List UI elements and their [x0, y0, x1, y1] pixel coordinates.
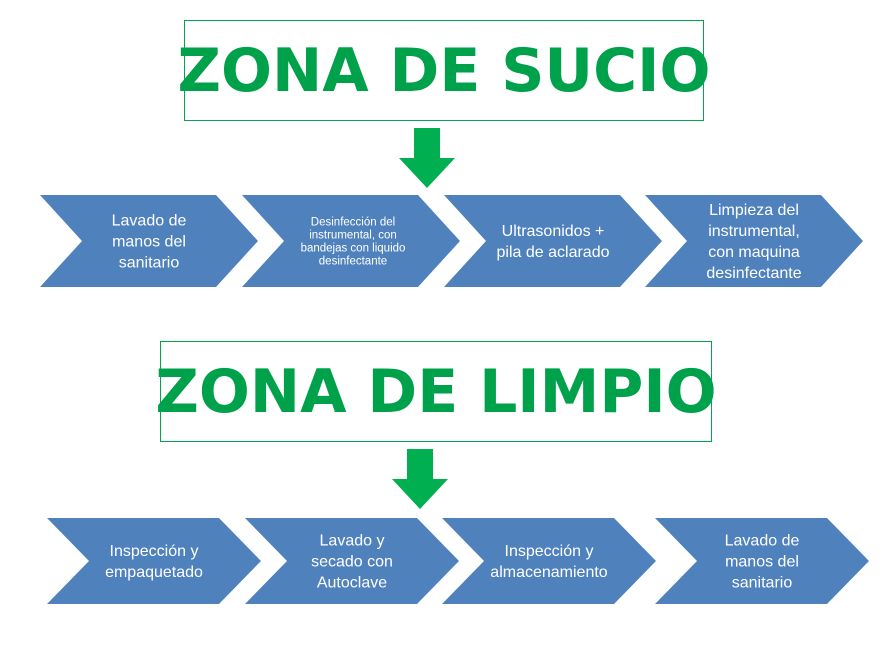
process-step-label: instrumental, con: [309, 230, 397, 242]
process-step: Inspección y almacenamiento: [442, 518, 656, 604]
process-step-label: Lavado de: [725, 533, 800, 550]
chevron-shape: [645, 195, 863, 287]
process-step-label: Lavado de: [112, 213, 187, 230]
process-step-label: secado con: [311, 554, 393, 571]
process-step-label: Desinfección del: [311, 217, 395, 229]
process-step: Inspección y empaquetado: [47, 518, 261, 604]
dirty-zone-process-steps: Lavado de manos del sanitario Desinfección …: [40, 195, 863, 287]
process-step: Limpieza del instrumental, con maquina desi…: [645, 195, 863, 287]
chevron-shape: [40, 195, 258, 287]
process-step: Lavado de manos del sanitario: [655, 518, 869, 604]
dirty-zone-title: ZONA DE SUCIO: [177, 35, 711, 106]
chevron-shape: [444, 195, 662, 287]
process-step-label: Lavado y: [320, 533, 385, 550]
process-step-label: desinfectante: [706, 265, 801, 282]
process-step-label: Inspección y: [505, 543, 594, 560]
chevron-shape: [245, 518, 459, 604]
down-arrow-icon: [392, 449, 448, 509]
process-step: Lavado de manos del sanitario: [40, 195, 258, 287]
process-step-label: Autoclave: [317, 575, 387, 592]
process-step: Ultrasonidos + pila de aclarado: [444, 195, 662, 287]
clean-zone-process-steps: Inspección y empaquetado Lavado y secado co…: [47, 518, 869, 604]
clean-zone-title-box: ZONA DE LIMPIO: [155, 341, 717, 442]
process-step-label: Limpieza del: [709, 202, 799, 219]
process-step-label: bandejas con liquido: [301, 243, 406, 255]
process-step-label: pila de aclarado: [497, 244, 610, 261]
process-step-label: desinfectante: [319, 256, 387, 268]
chevron-shape: [442, 518, 656, 604]
process-step-label: manos del: [725, 554, 799, 571]
dirty-zone-title-box: ZONA DE SUCIO: [177, 20, 711, 121]
down-arrow-icon: [399, 128, 455, 188]
process-step-label: Ultrasonidos +: [502, 223, 605, 240]
process-step-label: Inspección y: [110, 543, 199, 560]
process-step-label: con maquina: [708, 244, 800, 261]
chevron-shape: [655, 518, 869, 604]
process-step-label: almacenamiento: [490, 564, 608, 581]
process-step-label: sanitario: [732, 575, 793, 592]
chevron-shape: [242, 195, 460, 287]
process-step-label: manos del: [112, 234, 186, 251]
process-step-label: sanitario: [119, 255, 180, 272]
process-step-label: empaquetado: [105, 564, 203, 581]
clean-zone-title: ZONA DE LIMPIO: [155, 356, 717, 427]
process-step-label: instrumental,: [708, 223, 800, 240]
chevron-shape: [47, 518, 261, 604]
